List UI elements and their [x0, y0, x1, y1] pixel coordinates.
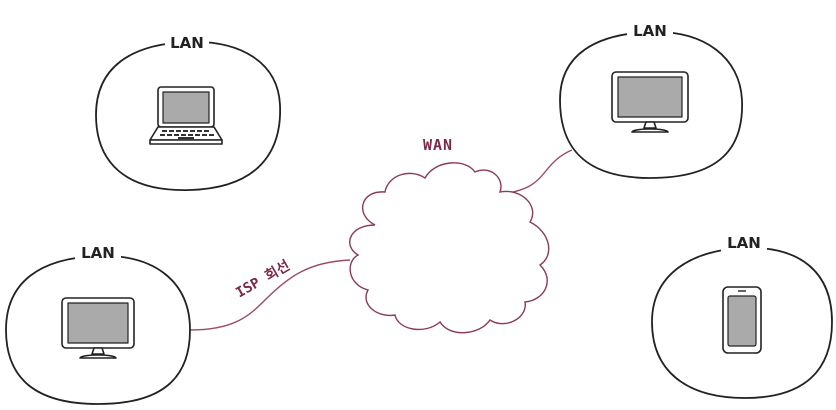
- wan-cloud: [349, 162, 550, 334]
- lan-bottom-right: LAN: [651, 232, 833, 399]
- lan-label: LAN: [633, 22, 667, 40]
- lan-label: LAN: [81, 244, 115, 262]
- lan-bottom-left: LAN: [5, 242, 191, 405]
- monitor-icon: [611, 71, 689, 133]
- monitor-icon: [61, 297, 135, 359]
- lan-label: LAN: [170, 34, 204, 52]
- isp-label: ISP 회선: [233, 258, 293, 302]
- wan-link-top-right: [507, 149, 573, 194]
- laptop-icon: [149, 86, 223, 145]
- lan-top-left: LAN: [95, 32, 281, 191]
- isp-line: [189, 259, 351, 331]
- lan-top-right: LAN: [559, 20, 743, 179]
- lan-label: LAN: [727, 234, 761, 252]
- wan-label: WAN: [423, 136, 453, 154]
- smartphone-icon: [722, 286, 762, 354]
